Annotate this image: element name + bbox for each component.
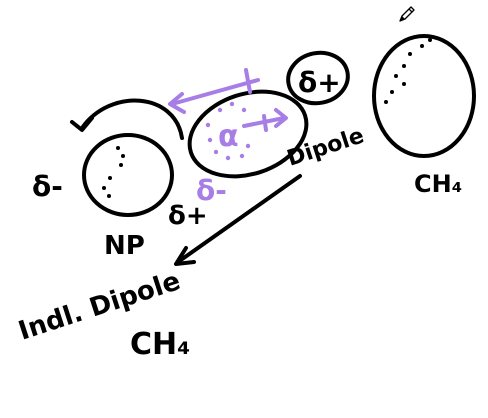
np-label: NP bbox=[104, 231, 145, 261]
induction-arrow-diagonal bbox=[176, 174, 302, 264]
np-molecule-dots bbox=[102, 146, 125, 198]
delta-plus-bottom-label: δ+ bbox=[168, 201, 208, 231]
internal-dipole-tick bbox=[262, 114, 268, 132]
induction-arrow-top-head bbox=[168, 92, 186, 114]
alpha-symbol: α bbox=[218, 119, 239, 154]
delta-minus-left-label: δ- bbox=[32, 170, 63, 203]
dipole-label: Dipole bbox=[284, 123, 367, 171]
np-molecule-circle bbox=[82, 133, 174, 217]
delta-plus-top-label: δ+ bbox=[298, 66, 341, 99]
induced-charge-dots bbox=[205, 101, 251, 161]
pen-icon[interactable] bbox=[397, 4, 417, 24]
electron-shift-arrow bbox=[80, 98, 184, 140]
internal-dipole-arrowhead bbox=[274, 108, 288, 128]
induction-arrow-top bbox=[170, 78, 260, 106]
induction-arrow-top-tick bbox=[244, 68, 252, 94]
delta-plus-circle bbox=[286, 50, 350, 106]
delta-minus-purple-label: δ- bbox=[196, 174, 227, 207]
dipole-molecule-ellipse bbox=[187, 89, 309, 179]
induction-arrow-diagonal-head bbox=[174, 246, 196, 266]
pen-icon-glyph bbox=[399, 6, 415, 22]
ch4-right-dots bbox=[384, 38, 432, 104]
ch4-right-molecule bbox=[372, 34, 476, 158]
ch4-right-label: CH₄ bbox=[414, 170, 462, 198]
electron-shift-arrowhead bbox=[70, 116, 94, 132]
ch4-bottom-label: CH₄ bbox=[130, 327, 190, 362]
